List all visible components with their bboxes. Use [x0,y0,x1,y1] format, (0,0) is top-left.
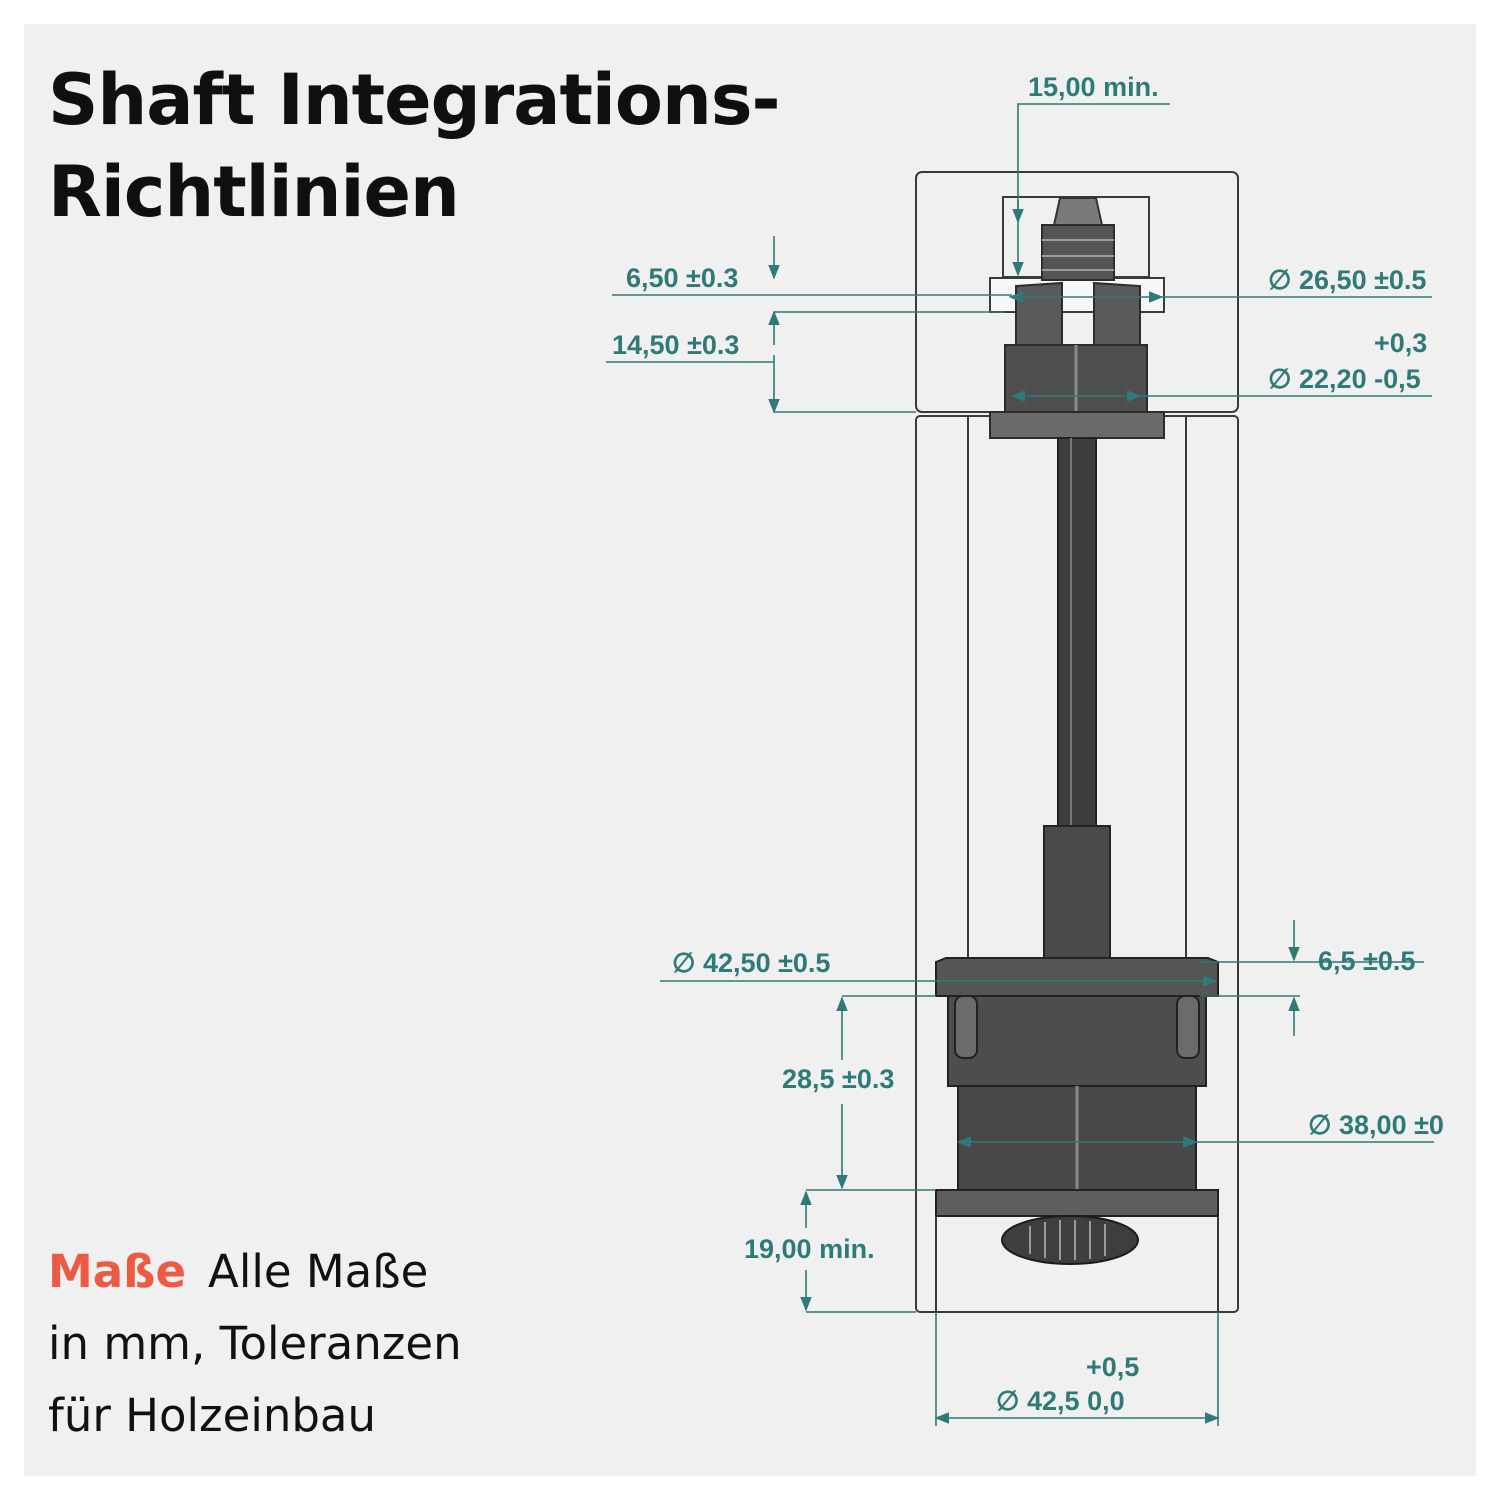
grinder-body [935,957,1219,1265]
body-upper [947,995,1207,1087]
page-title: Shaft Integrations- Richtlinien [48,54,781,238]
drive-shaft [1043,437,1111,965]
clip-right [1093,281,1141,346]
shaft-tip [1052,197,1104,226]
upper-plate [989,411,1165,439]
dimension-labels: 15,00 min. 6,50 ±0.3 14,50 ±0.3 ∅ 26,50 … [612,72,1444,1416]
label-top-clearance: 15,00 min. [1028,72,1159,102]
caption-text-1: Alle Maße [208,1245,429,1298]
caption-line-1: Maße Alle Maße [48,1236,462,1308]
thread-block [1041,224,1115,281]
drawing-panel [24,24,1476,1476]
label-inner-tolerance: +0,3 [1374,328,1427,358]
label-inner-diameter: ∅ 22,20 -0,5 [1268,364,1421,394]
shaft-rod [1057,437,1097,827]
label-upper-step: 6,50 ±0.3 [626,263,738,293]
caption-line-3: für Holzeinbau [48,1389,377,1442]
dimension-lines [606,103,1434,1426]
label-bottom-clearance: 19,00 min. [744,1234,875,1264]
adjustment-knob [1001,1215,1139,1265]
spring-clip-right [1176,995,1200,1059]
base-plate [935,1189,1219,1217]
title-line-2: Richtlinien [48,151,460,233]
spring-clip-left [954,995,978,1059]
title-line-1: Shaft Integrations- [48,59,781,141]
label-base-diameter: ∅ 42,5 0,0 [996,1386,1125,1416]
flange [935,957,1219,997]
label-flange-height: 6,5 ±0.5 [1318,946,1415,976]
label-body-diameter: ∅ 38,00 ±0 [1308,1110,1444,1140]
dimensions-caption: Maße Alle Maße in mm, Toleranzen für Holz… [48,1236,462,1452]
caption-accent: Maße [48,1245,187,1298]
label-upper-depth: 14,50 ±0.3 [612,330,739,360]
clip-left [1015,281,1063,346]
knob-ridges [1029,1220,1106,1260]
label-base-tolerance: +0,5 [1086,1352,1139,1382]
shaft-sleeve [1043,825,1111,965]
label-upper-diameter: ∅ 26,50 ±0.5 [1268,265,1426,295]
caption-line-2: in mm, Toleranzen [48,1317,462,1370]
label-body-height: 28,5 ±0.3 [782,1064,894,1094]
top-mechanism [989,197,1165,439]
label-flange-diameter: ∅ 42,50 ±0.5 [672,948,830,978]
